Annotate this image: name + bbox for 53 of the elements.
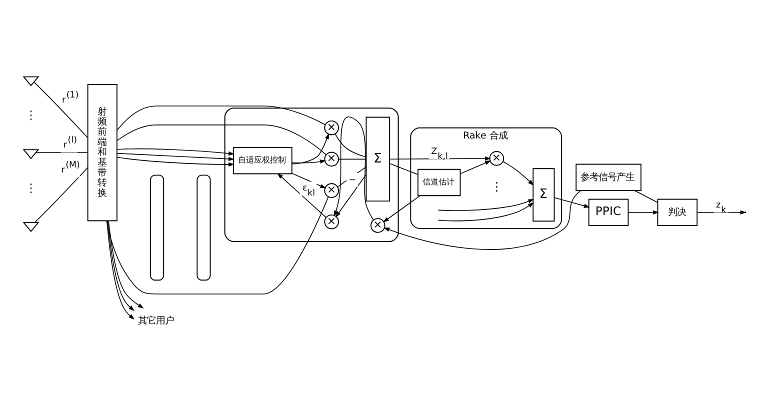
arrow: [439, 199, 534, 211]
connector: [116, 106, 326, 131]
arrow: [389, 156, 491, 161]
connector: [338, 158, 367, 160]
arrow: [277, 173, 326, 218]
arrow: [108, 220, 144, 308]
connector: [389, 163, 418, 175]
node-circle: ×: [370, 218, 386, 233]
node-box: Σ: [366, 116, 390, 202]
arrow: [696, 210, 746, 214]
node-box: [150, 174, 164, 281]
connector: [34, 167, 88, 223]
arrow: [116, 148, 235, 156]
node-box: [196, 174, 211, 281]
node-box: PPIC: [588, 198, 629, 226]
arrow: [628, 210, 659, 214]
connector: [106, 196, 329, 294]
arrow: [384, 190, 581, 250]
connector: [116, 124, 326, 156]
edge-label: −: [348, 176, 356, 186]
node-circle: ×: [324, 183, 339, 198]
arrow: [335, 174, 366, 218]
connector: [337, 166, 366, 188]
label: ⋮: [25, 108, 37, 122]
arrow: [334, 116, 374, 220]
arrow: [292, 160, 326, 164]
connector: [35, 152, 88, 154]
connector: [334, 133, 367, 158]
node-box: 判决: [657, 198, 698, 226]
arrow: [292, 133, 330, 164]
arrow: [502, 161, 534, 186]
node-circle: ×: [324, 120, 339, 136]
node-box: 参考信号产生: [576, 164, 642, 191]
node-box: 射频前端和基带转换: [87, 84, 118, 222]
arrow: [292, 172, 326, 188]
connector: [634, 190, 658, 203]
node-triangle: [22, 149, 40, 160]
arrow: [554, 197, 590, 208]
arrow: [460, 160, 492, 174]
node-box: Σ: [532, 168, 555, 222]
node-circle: ×: [324, 214, 339, 230]
connector: [34, 82, 88, 138]
label: ⋮: [25, 180, 37, 195]
node-circle: ×: [324, 152, 339, 167]
arrow: [382, 195, 420, 222]
node-triangle: [22, 76, 40, 86]
node-circle: ×: [489, 151, 504, 166]
node-text: 其它用户: [138, 315, 174, 326]
arrow: [439, 199, 534, 222]
arrow: [116, 156, 235, 167]
arrow: [116, 152, 235, 162]
node-triangle: [22, 222, 40, 232]
label: ⋮: [490, 179, 502, 194]
